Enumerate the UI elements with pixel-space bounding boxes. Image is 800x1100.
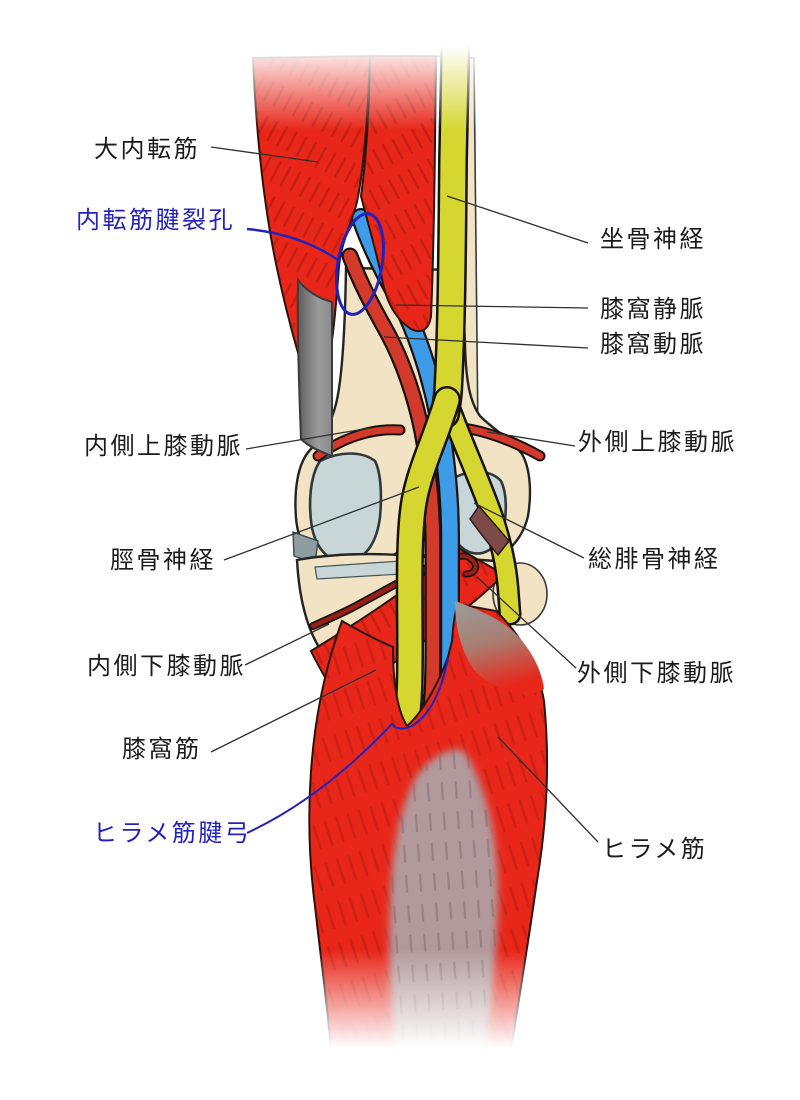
label-medial-inferior-genicular: 内側下膝動脈 <box>87 652 246 680</box>
label-lateral-inferior-genicular: 外側下膝動脈 <box>577 659 736 687</box>
label-popliteus: 膝窩筋 <box>122 735 202 763</box>
lateral-gastrocnemius-patch <box>455 601 544 695</box>
leader-soleus <box>497 736 599 843</box>
label-adductor-magnus: 大内転筋 <box>94 135 200 163</box>
label-soleus: ヒラメ筋 <box>602 835 708 863</box>
leader-adductor-magnus <box>210 146 319 163</box>
label-lateral-superior-genicular: 外側上膝動脈 <box>578 428 737 456</box>
leader-popliteal-vein <box>395 304 589 309</box>
leader-common-peroneal-nerve <box>473 502 585 559</box>
label-tibial-nerve: 脛骨神経 <box>110 546 216 574</box>
leader-popliteal-artery <box>383 336 589 349</box>
blue-annotations <box>246 212 449 834</box>
label-popliteal-vein: 膝窩静脈 <box>600 295 706 323</box>
adductor-tendon <box>296 277 333 458</box>
label-adductor-hiatus: 内転筋腱裂孔 <box>76 206 235 234</box>
leader-medial-inferior-genicular <box>244 623 330 666</box>
tibial-nerve-band <box>393 388 459 739</box>
adductor-hiatus-leader <box>246 227 339 261</box>
leader-lateral-superior-genicular <box>486 431 576 447</box>
leader-lines <box>210 146 599 843</box>
label-medial-superior-genicular: 内側上膝動脈 <box>84 432 243 460</box>
top-fade <box>0 0 800 130</box>
label-soleus-arch: ヒラメ筋腱弓 <box>93 819 252 847</box>
leader-medial-superior-genicular <box>245 427 371 450</box>
adductor-hiatus-marker <box>335 212 385 316</box>
label-sciatic-nerve: 坐骨神経 <box>600 225 706 253</box>
bottom-fade <box>0 950 800 1100</box>
leader-lateral-inferior-genicular <box>476 576 577 669</box>
leader-tibial-nerve <box>223 486 420 561</box>
plantaris-sliver <box>469 504 510 557</box>
soleus-arch-marker <box>246 657 449 834</box>
label-common-peroneal-nerve: 総腓骨神経 <box>588 545 721 573</box>
nerves <box>391 3 522 741</box>
medial-condyle-cartilage <box>308 452 383 564</box>
leader-sciatic-nerve <box>446 195 589 244</box>
common-peroneal-nerve-band <box>440 397 519 623</box>
leader-popliteus <box>210 669 377 753</box>
label-popliteal-artery: 膝窩動脈 <box>600 330 706 358</box>
